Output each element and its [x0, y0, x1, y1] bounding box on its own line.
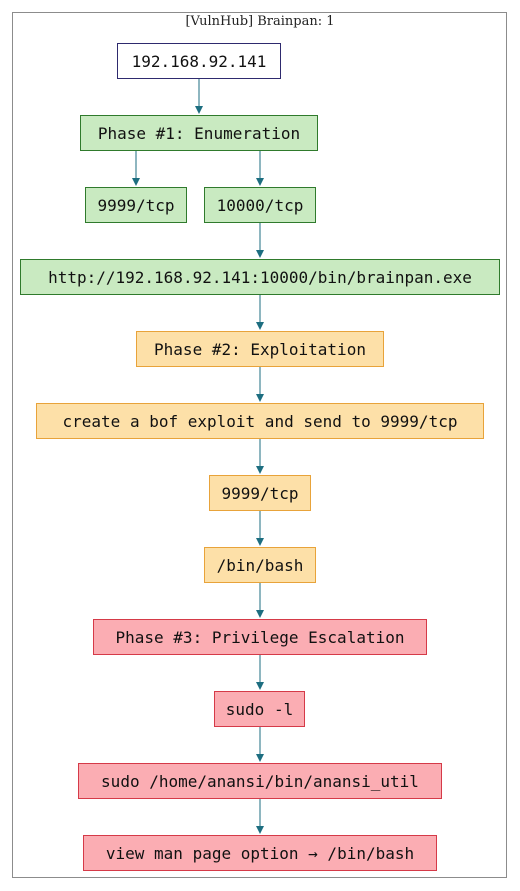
- node-port-10000: 10000/tcp: [204, 187, 316, 223]
- node-phase2-exploitation: Phase #2: Exploitation: [136, 331, 384, 367]
- node-phase1-enumeration: Phase #1: Enumeration: [80, 115, 318, 151]
- node-bin-bash: /bin/bash: [204, 547, 316, 583]
- node-sudo-anansi-util: sudo /home/anansi/bin/anansi_util: [78, 763, 442, 799]
- node-bof-exploit: create a bof exploit and send to 9999/tc…: [36, 403, 484, 439]
- node-sudo-l: sudo -l: [214, 691, 305, 727]
- diagram-title: [VulnHub] Brainpan: 1: [185, 14, 335, 29]
- node-ip-address: 192.168.92.141: [117, 43, 281, 79]
- node-phase3-privesc: Phase #3: Privilege Escalation: [93, 619, 427, 655]
- node-port-9999-exploit: 9999/tcp: [209, 475, 311, 511]
- node-man-page-bash: view man page option → /bin/bash: [83, 835, 437, 871]
- node-port-9999: 9999/tcp: [85, 187, 187, 223]
- diagram-frame: [12, 12, 507, 878]
- node-brainpan-url: http://192.168.92.141:10000/bin/brainpan…: [20, 259, 500, 295]
